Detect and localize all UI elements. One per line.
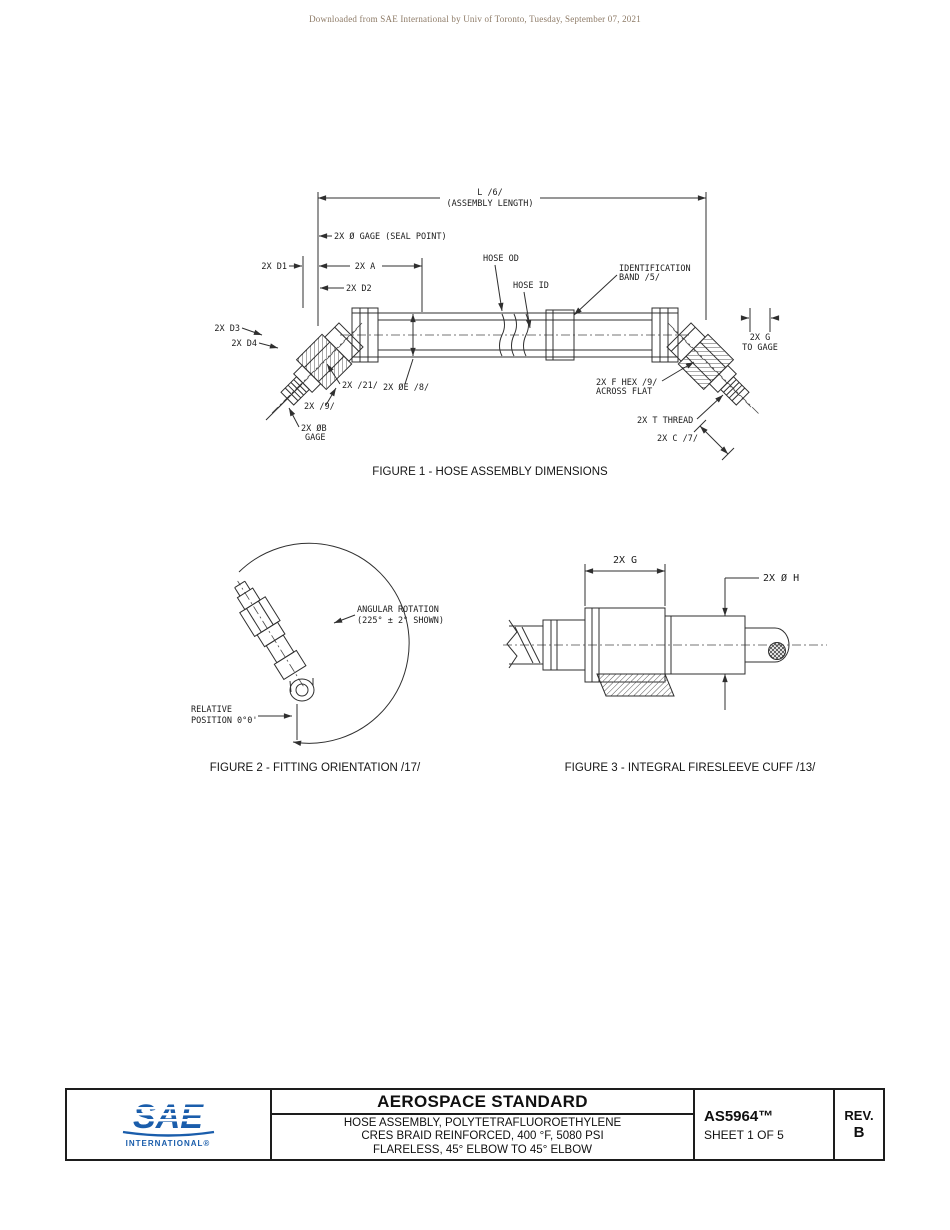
title-block-number: AS5964™ SHEET 1 OF 5 — [693, 1090, 833, 1159]
hose-break-end — [506, 619, 543, 669]
label-relative: RELATIVE — [191, 705, 232, 715]
revision-label: REV. — [844, 1108, 874, 1123]
right-elbow-fitting — [666, 322, 752, 408]
title-line-1: HOSE ASSEMBLY, POLYTETRAFLUOROETHYLENE — [343, 1116, 622, 1129]
callout-t-thread: 2X T THREAD — [637, 394, 724, 426]
label-g-to-gage: TO GAGE — [742, 343, 778, 353]
fitting-elbow-end — [289, 678, 315, 702]
identification-band — [545, 309, 575, 361]
callout-f-hex: 2X F HEX /9/ ACROSS FLAT — [596, 361, 695, 397]
figure1-hose-assembly-drawing: L /6/ (ASSEMBLY LENGTH) 2X Ø GAGE (SEAL … — [214, 188, 780, 461]
label-g: 2X G — [613, 555, 637, 566]
title-line-3: FLARELESS, 45° ELBOW TO 45° ELBOW — [372, 1143, 593, 1156]
label-id-band-2: BAND /5/ — [619, 273, 660, 283]
label-d3: 2X D3 — [214, 324, 240, 334]
figure1-caption: FIGURE 1 - HOSE ASSEMBLY DIMENSIONS — [372, 466, 608, 478]
document-title: HOSE ASSEMBLY, POLYTETRAFLUOROETHYLENE C… — [272, 1115, 693, 1159]
label-oe: 2X ØE /8/ — [383, 382, 429, 393]
label-g: 2X G — [750, 333, 770, 343]
sae-logo-text: SAE — [133, 1098, 204, 1136]
dim-d2: 2X D2 — [320, 284, 372, 294]
dim-a: 2X A — [319, 258, 423, 312]
revision-value: B — [853, 1124, 865, 1141]
figure2-fitting-orientation-drawing: ANGULAR ROTATION (225° ± 2° SHOWN) RELAT… — [191, 542, 444, 746]
label-ob: 2X ØB — [301, 423, 327, 434]
sae-logo: SAE INTERNATIONAL® — [122, 1098, 215, 1148]
callout-relative-position: RELATIVE POSITION 0°0' — [191, 705, 292, 726]
rotation-arc — [238, 542, 410, 746]
dim-gage-seal-point: 2X Ø GAGE (SEAL POINT) — [319, 231, 447, 242]
braid-end-crosshatch — [768, 642, 786, 660]
dim-g-to-gage: 2X G TO GAGE — [740, 308, 780, 353]
cuff-section-hatch — [596, 673, 675, 697]
sae-logo-subtitle: INTERNATIONAL® — [126, 1139, 211, 1148]
dim-c: 2X C /7/ — [657, 419, 735, 461]
dim-h: 2X Ø H — [722, 572, 799, 710]
label-hose-od: HOSE OD — [483, 254, 519, 264]
dim-g: 2X G — [584, 555, 666, 606]
label-d1: 2X D1 — [261, 262, 287, 272]
dim-assembly-length: L /6/ (ASSEMBLY LENGTH) — [317, 188, 707, 326]
title-block-center: AEROSPACE STANDARD HOSE ASSEMBLY, POLYTE… — [270, 1090, 693, 1159]
sae-logo-swoosh — [122, 1130, 215, 1137]
callout-ob-gage: 2X ØB GAGE — [288, 407, 327, 443]
figure2-caption: FIGURE 2 - FITTING ORIENTATION /17/ — [209, 762, 421, 774]
callout-hose-od: HOSE OD — [483, 254, 519, 312]
document-number: AS5964™ — [704, 1107, 774, 1125]
hose-body — [351, 307, 679, 363]
label-angular-rotation-2: (225° ± 2° SHOWN) — [357, 616, 444, 626]
label-t-thread: 2X T THREAD — [637, 416, 693, 426]
standard-type-heading: AEROSPACE STANDARD — [272, 1090, 693, 1115]
figure3-firesleeve-drawing: 2X G 2X Ø H — [503, 555, 827, 710]
left-fitting-extension-lines — [265, 383, 303, 421]
label-a: 2X A — [355, 262, 375, 272]
sheet-indicator: SHEET 1 OF 5 — [704, 1127, 784, 1142]
label-9: 2X /9/ — [304, 402, 335, 412]
label-f-hex-2: ACROSS FLAT — [596, 387, 652, 397]
callout-identification-band: IDENTIFICATION BAND /5/ — [573, 264, 691, 316]
title-block-revision: REV. B — [833, 1090, 883, 1159]
label-c: 2X C /7/ — [657, 434, 698, 444]
figure3-caption: FIGURE 3 - INTEGRAL FIRESLEEVE CUFF /13/ — [564, 762, 816, 774]
title-line-2: CRES BRAID REINFORCED, 400 °F, 5080 PSI — [361, 1130, 604, 1143]
dim-d4: 2X D4 — [231, 339, 279, 349]
dim-oe: 2X ØE /8/ — [383, 314, 429, 393]
label-hose-id: HOSE ID — [513, 281, 549, 291]
label-21: 2X /21/ — [342, 381, 378, 391]
label-angular-rotation: ANGULAR ROTATION — [357, 605, 439, 615]
label-h: 2X Ø H — [763, 572, 799, 584]
left-elbow-fitting — [278, 322, 364, 408]
label-assembly-length-2: (ASSEMBLY LENGTH) — [447, 199, 534, 209]
label-relative-2: POSITION 0°0' — [191, 716, 258, 726]
label-f-hex: 2X F HEX /9/ — [596, 378, 657, 388]
title-block: SAE INTERNATIONAL® AEROSPACE STANDARD HO… — [65, 1088, 885, 1161]
label-ob-gage: GAGE — [305, 433, 325, 443]
callout-21: 2X /21/ — [326, 363, 378, 391]
firesleeve-body — [542, 607, 790, 697]
label-d4: 2X D4 — [231, 339, 257, 349]
label-d2: 2X D2 — [346, 284, 372, 294]
fitting — [234, 580, 307, 687]
callout-angular-rotation: ANGULAR ROTATION (225° ± 2° SHOWN) — [333, 605, 444, 626]
label-assembly-length: L /6/ — [477, 188, 503, 198]
label-gage-seal-point: 2X Ø GAGE (SEAL POINT) — [334, 231, 447, 242]
sae-logo-cell: SAE INTERNATIONAL® — [67, 1090, 270, 1159]
callout-9: 2X /9/ — [304, 387, 337, 412]
download-watermark: Downloaded from SAE International by Uni… — [309, 14, 641, 24]
label-id-band: IDENTIFICATION — [619, 264, 691, 274]
dim-d3: 2X D3 — [214, 324, 263, 336]
callout-hose-id: HOSE ID — [513, 281, 549, 329]
dim-d1: 2X D1 — [261, 256, 332, 308]
